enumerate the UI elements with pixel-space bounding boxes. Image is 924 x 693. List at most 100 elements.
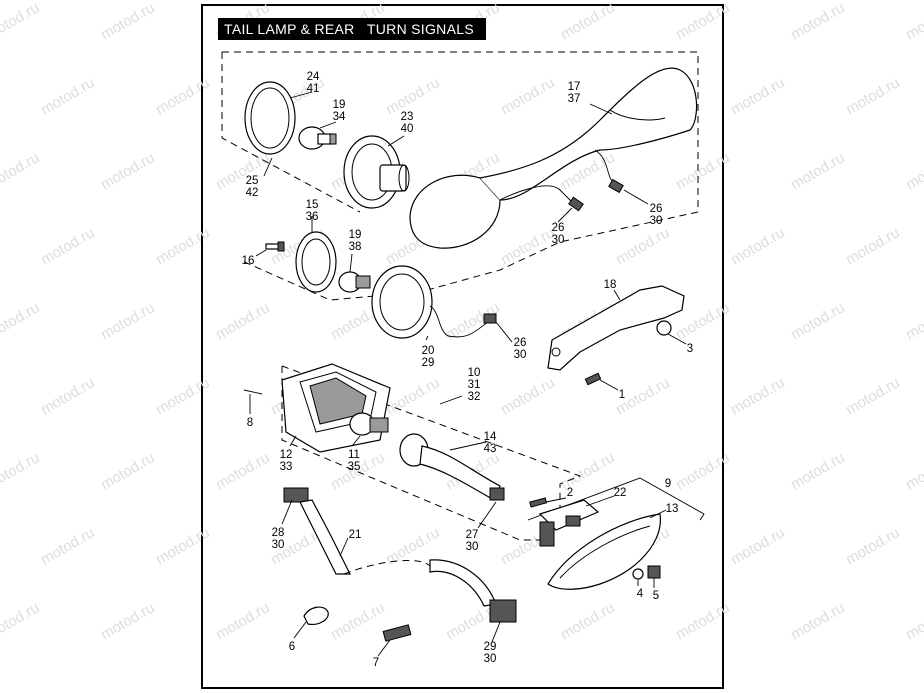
connector-6 — [303, 606, 329, 625]
watermark-text: motod.ru — [153, 224, 213, 268]
watermark-text: motod.ru — [843, 224, 903, 268]
leader-lines — [249, 91, 687, 657]
watermark-text: motod.ru — [213, 449, 273, 493]
connector-7 — [382, 624, 412, 642]
tail-lamp-socket — [399, 433, 505, 501]
watermark-text: motod.ru — [0, 149, 43, 193]
watermark-text: motod.ru — [903, 599, 924, 643]
watermark-text: motod.ru — [843, 374, 903, 418]
watermark-text: motod.ru — [213, 149, 273, 193]
watermark-text: motod.ru — [843, 524, 903, 568]
watermark-text: motod.ru — [98, 0, 158, 43]
watermark-text: motod.ru — [153, 524, 213, 568]
callout-4: 4 — [637, 588, 644, 600]
rear-turn-signal — [371, 265, 497, 339]
callout-7: 7 — [373, 657, 379, 669]
screw-16 — [265, 241, 285, 252]
watermark-text: motod.ru — [788, 299, 848, 343]
callout-16: 16 — [242, 255, 255, 267]
watermark-text: motod.ru — [98, 449, 158, 493]
watermark-text: motod.ru — [498, 374, 558, 418]
watermark-text: motod.ru — [98, 599, 158, 643]
turn-signal-housing — [409, 67, 698, 249]
watermark-text: motod.ru — [98, 299, 158, 343]
tail-lamp-group-outline — [281, 365, 582, 541]
watermark-text: motod.ru — [673, 0, 733, 43]
washer-4 — [632, 568, 644, 580]
watermark-text: motod.ru — [903, 149, 924, 193]
watermark-text: motod.ru — [788, 449, 848, 493]
callout-6: 6 — [289, 641, 295, 653]
turn-signal-lens — [244, 81, 296, 155]
connector-26b — [608, 178, 624, 194]
watermark-text: motod.ru — [903, 299, 924, 343]
callout-8: 8 — [247, 417, 253, 429]
turn-signal-bulb-lower — [338, 271, 371, 293]
watermark-text: motod.ru — [788, 149, 848, 193]
watermark-text: motod.ru — [728, 74, 788, 118]
license-lamp-lens — [547, 513, 662, 590]
watermark-text: motod.ru — [0, 449, 43, 493]
license-lamp-bracket — [538, 499, 600, 547]
watermark-text: motod.ru — [728, 374, 788, 418]
callout-9: 9 — [665, 478, 671, 490]
watermark-text: motod.ru — [383, 374, 443, 418]
lamp-socket-housing — [343, 135, 410, 209]
callout-18: 18 — [604, 279, 617, 291]
wiring-harness — [283, 487, 517, 623]
callout-5: 5 — [653, 590, 659, 602]
watermark-text: motod.ru — [213, 599, 273, 643]
watermark-text: motod.ru — [498, 74, 558, 118]
screw-2 — [529, 497, 548, 508]
callout-21: 21 — [349, 529, 362, 541]
watermark-text: motod.ru — [558, 599, 618, 643]
connector-26a — [568, 196, 584, 212]
watermark-text: motod.ru — [673, 599, 733, 643]
watermark-text: motod.ru — [728, 224, 788, 268]
pin-8 — [243, 389, 263, 395]
tail-lamp-lens — [281, 363, 391, 453]
watermark-text: motod.ru — [673, 449, 733, 493]
watermark-text: motod.ru — [38, 224, 98, 268]
watermark-text: motod.ru — [0, 0, 43, 43]
turn-signal-group-outline — [221, 51, 699, 301]
watermark-text: motod.ru — [498, 224, 558, 268]
callout-13: 13 — [666, 503, 679, 515]
turn-signal-bracket — [547, 285, 685, 371]
watermark-text: motod.ru — [38, 524, 98, 568]
watermark-text: motod.ru — [153, 74, 213, 118]
watermark-text: motod.ru — [673, 149, 733, 193]
watermark-text: motod.ru — [728, 524, 788, 568]
callout-3: 3 — [687, 343, 693, 355]
watermark-text: motod.ru — [38, 374, 98, 418]
watermark-text: motod.ru — [843, 74, 903, 118]
watermark-text: motod.ru — [613, 224, 673, 268]
tail-lamp-bulb — [349, 412, 389, 436]
callout-22: 22 — [614, 487, 627, 499]
watermark-text: motod.ru — [328, 599, 388, 643]
callout-2: 2 — [567, 487, 573, 499]
diagram-title: TAIL LAMP & REAR TURN SIGNALS — [218, 18, 486, 40]
watermark-text: motod.ru — [0, 599, 43, 643]
watermark-text: motod.ru — [903, 0, 924, 43]
watermark-text: motod.ru — [558, 0, 618, 43]
watermark-text: motod.ru — [153, 374, 213, 418]
